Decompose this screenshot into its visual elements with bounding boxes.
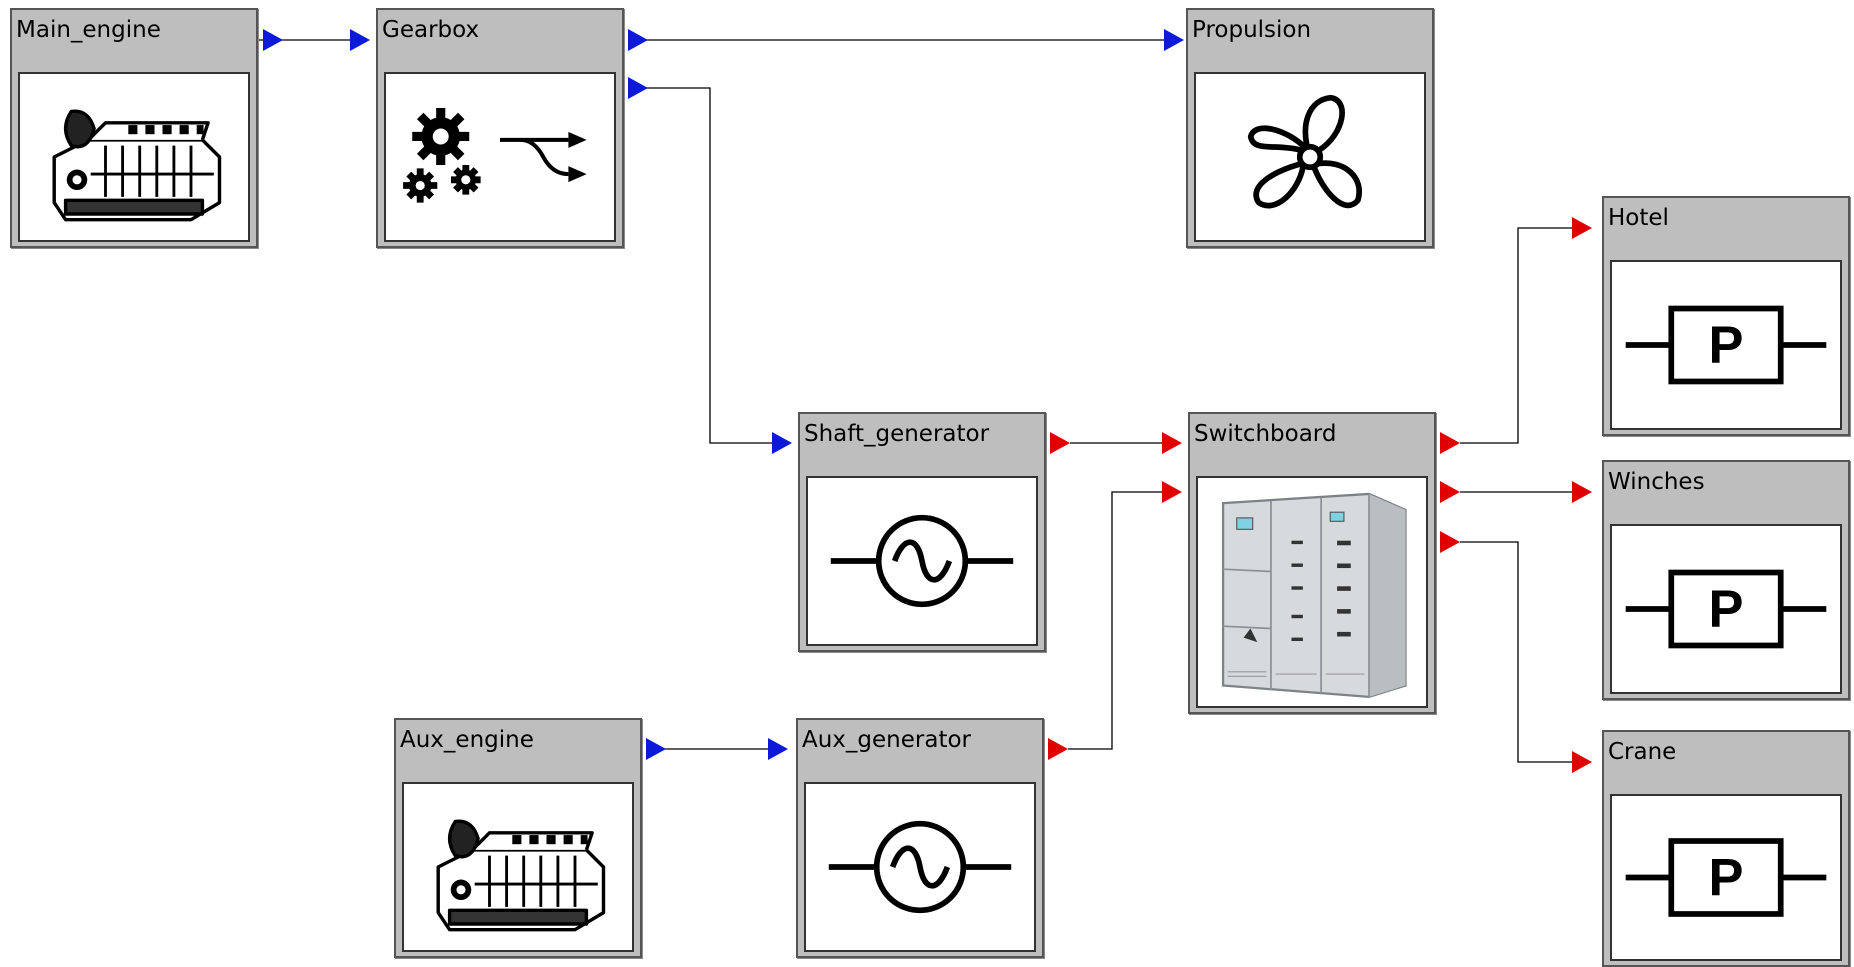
- block-gearbox[interactable]: Gearbox: [376, 8, 624, 248]
- block-title: Hotel: [1608, 205, 1669, 231]
- main-engine-output-port[interactable]: [263, 29, 283, 51]
- wire-aux-generator-switchboard: [1068, 491, 1162, 750]
- block-shaft-generator[interactable]: Shaft_generator: [798, 412, 1046, 652]
- switchboard-icon: [1196, 476, 1428, 708]
- block-title: Shaft_generator: [804, 421, 990, 447]
- aux-generator-input-port[interactable]: [768, 738, 788, 760]
- hotel-input-port[interactable]: [1572, 217, 1592, 239]
- block-winches[interactable]: Winches P: [1602, 460, 1850, 700]
- power-consumer-icon: P: [1610, 794, 1842, 961]
- generator-icon: [806, 476, 1038, 646]
- switchboard-output-port-3[interactable]: [1440, 531, 1460, 553]
- wire-switchboard-hotel: [1460, 227, 1572, 444]
- power-consumer-icon: P: [1610, 260, 1842, 430]
- switchboard-output-port-1[interactable]: [1440, 432, 1460, 454]
- generator-icon: [804, 782, 1036, 952]
- power-consumer-icon: P: [1610, 524, 1842, 694]
- propeller-icon: [1194, 72, 1426, 242]
- consumer-symbol-text: P: [1709, 581, 1744, 639]
- block-title: Gearbox: [382, 17, 480, 43]
- propulsion-input-port[interactable]: [1164, 29, 1184, 51]
- block-propulsion[interactable]: Propulsion: [1186, 8, 1434, 248]
- consumer-symbol-text: P: [1709, 850, 1744, 908]
- gearbox-output-port-1[interactable]: [628, 29, 648, 51]
- block-title: Switchboard: [1194, 421, 1337, 447]
- crane-input-port[interactable]: [1572, 751, 1592, 773]
- switchboard-output-port-2[interactable]: [1440, 481, 1460, 503]
- block-title: Propulsion: [1192, 17, 1312, 43]
- gearbox-icon: [384, 72, 616, 242]
- block-aux-engine[interactable]: Aux_engine: [394, 718, 642, 958]
- aux-generator-output-port[interactable]: [1048, 738, 1068, 760]
- block-title: Main_engine: [16, 17, 161, 43]
- shaft-generator-output-port[interactable]: [1050, 432, 1070, 454]
- gearbox-output-port-2[interactable]: [628, 77, 648, 99]
- block-hotel[interactable]: Hotel P: [1602, 196, 1850, 436]
- block-title: Aux_engine: [400, 727, 534, 753]
- wire-switchboard-crane: [1460, 541, 1572, 763]
- switchboard-input-port-2[interactable]: [1162, 481, 1182, 503]
- engine-icon: [402, 782, 634, 952]
- block-aux-generator[interactable]: Aux_generator: [796, 718, 1044, 958]
- block-switchboard[interactable]: Switchboard: [1188, 412, 1436, 714]
- winches-input-port[interactable]: [1572, 481, 1592, 503]
- block-main-engine[interactable]: Main_engine: [10, 8, 258, 248]
- block-title: Aux_generator: [802, 727, 971, 753]
- aux-engine-output-port[interactable]: [646, 738, 666, 760]
- block-crane[interactable]: Crane P: [1602, 730, 1850, 967]
- gearbox-input-port[interactable]: [350, 29, 370, 51]
- switchboard-input-port-1[interactable]: [1162, 432, 1182, 454]
- shaft-generator-input-port[interactable]: [772, 432, 792, 454]
- consumer-symbol-text: P: [1709, 317, 1744, 375]
- block-title: Winches: [1608, 469, 1705, 495]
- engine-icon: [18, 72, 250, 242]
- block-title: Crane: [1608, 739, 1677, 765]
- wire-gearbox-shaft-generator: [642, 87, 772, 444]
